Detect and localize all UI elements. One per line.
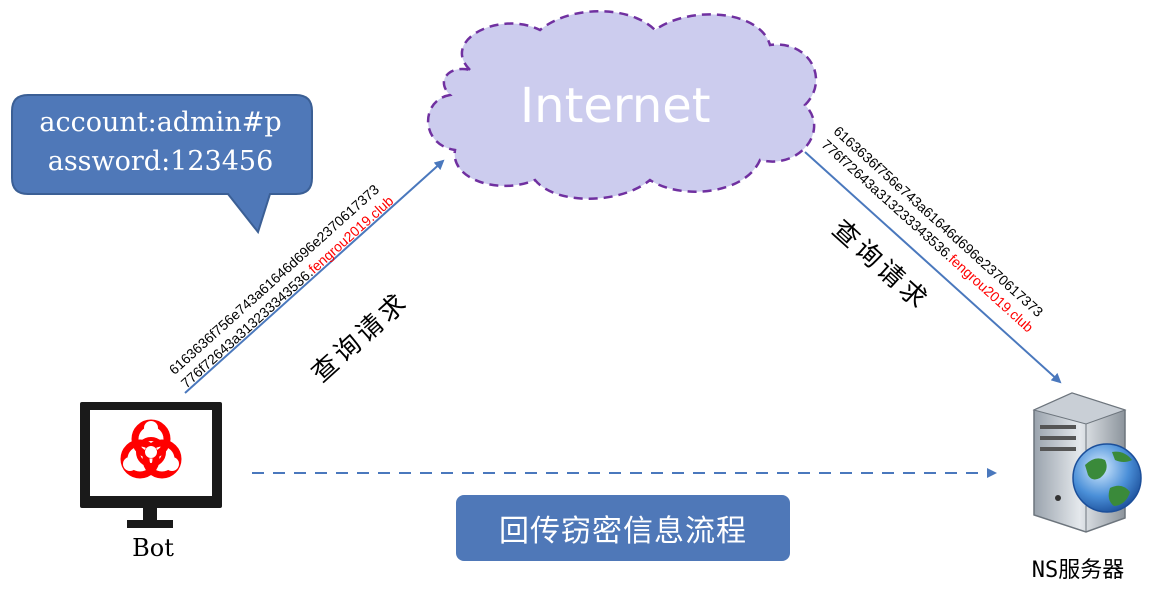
bubble-line-1: account:admin#p bbox=[39, 107, 282, 138]
bot-monitor bbox=[80, 402, 222, 528]
arrow-internet-to-ns bbox=[804, 151, 1062, 384]
speech-bubble bbox=[11, 94, 313, 235]
ns-server-label: NS服务器 bbox=[1031, 558, 1125, 583]
internet-cloud bbox=[426, 10, 818, 200]
arrow-bot-to-internet bbox=[184, 159, 445, 394]
server-globe-icon bbox=[1032, 392, 1142, 533]
internet-label: Internet bbox=[520, 78, 711, 134]
exfil-flow-label: 回传窃密信息流程 bbox=[456, 495, 790, 561]
credential-bubble-text: account:admin#p assword:123456 bbox=[18, 103, 303, 181]
bubble-line-2: assword:123456 bbox=[47, 146, 274, 177]
bot-label: Bot bbox=[132, 534, 174, 562]
biohazard-icon bbox=[120, 419, 182, 479]
